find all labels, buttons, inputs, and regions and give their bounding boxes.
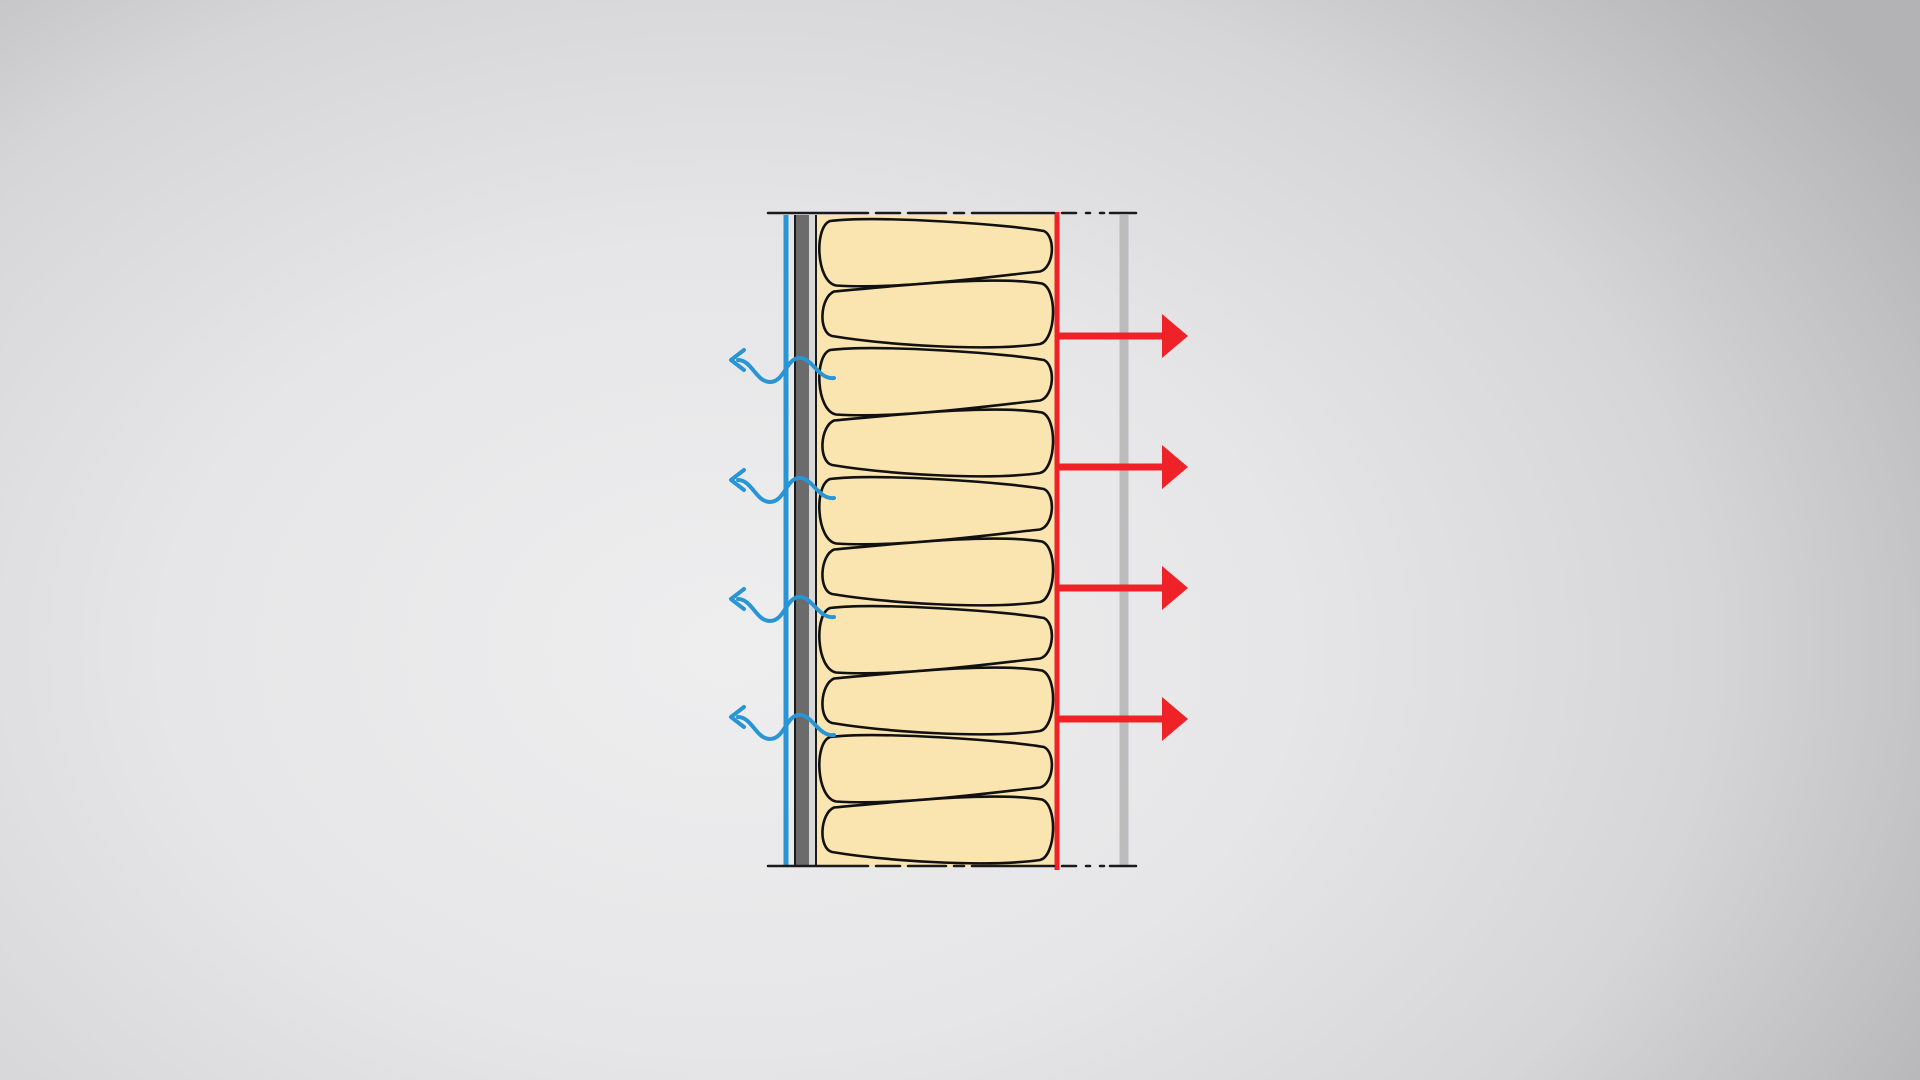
insulation-batt bbox=[818, 475, 1054, 546]
insulation-batt bbox=[821, 666, 1055, 736]
heat-flow-arrows bbox=[1059, 314, 1188, 741]
insulation-batt bbox=[818, 217, 1054, 288]
insulation-batt bbox=[818, 733, 1054, 804]
insulation-batts bbox=[818, 217, 1055, 865]
wavy-left-arrow-icon bbox=[729, 348, 836, 385]
wavy-left-arrow-icon bbox=[729, 468, 836, 505]
insulation-batt bbox=[821, 279, 1055, 349]
exterior-sheathing bbox=[796, 215, 809, 867]
insulation-batt bbox=[821, 537, 1055, 607]
right-arrow-icon bbox=[1059, 445, 1188, 489]
right-arrow-icon bbox=[1059, 697, 1188, 741]
insulation-batt bbox=[821, 408, 1055, 478]
insulation-batt bbox=[821, 795, 1055, 865]
sheathing-gap bbox=[809, 215, 815, 867]
moisture-flow-arrows bbox=[729, 348, 836, 742]
insulation-batt bbox=[818, 604, 1054, 675]
insulation-batt bbox=[818, 346, 1054, 417]
wavy-left-arrow-icon bbox=[729, 705, 836, 742]
right-arrow-icon bbox=[1059, 314, 1188, 358]
right-arrow-icon bbox=[1059, 566, 1188, 610]
wavy-left-arrow-icon bbox=[729, 587, 836, 624]
